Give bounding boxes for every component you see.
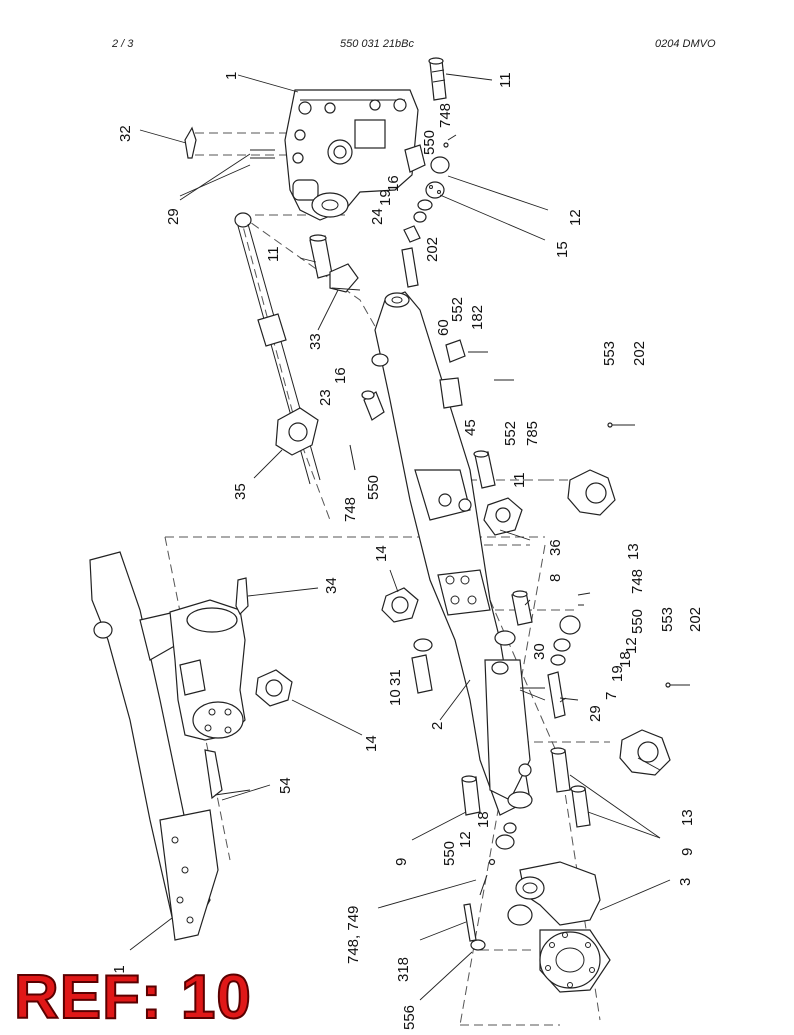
callout-23: 23 <box>317 389 334 406</box>
callout-12: 12 <box>567 209 584 226</box>
callout-8: 8 <box>547 574 564 582</box>
bracket-14-middle <box>381 587 419 623</box>
callout-16: 16 <box>385 175 402 192</box>
callout-35: 35 <box>232 483 249 500</box>
bracket-14-lower <box>255 669 293 707</box>
revision-code: 0204 DMVO <box>655 38 716 50</box>
clip-and-pins-top <box>184 126 275 159</box>
callout-182: 182 <box>469 305 486 330</box>
bracket-54 <box>204 749 251 800</box>
callout-33: 33 <box>307 333 324 350</box>
callout-748: 748 <box>342 497 359 522</box>
callout-14: 14 <box>363 735 380 752</box>
bracket-13-upper <box>567 422 635 516</box>
blocks-60-45 <box>349 339 514 471</box>
callout-12: 12 <box>623 637 640 654</box>
callout-16: 16 <box>332 367 349 384</box>
page-number: 2 / 3 <box>112 38 134 50</box>
callout-553: 553 <box>601 341 618 366</box>
bracket-13-lower <box>619 682 690 776</box>
callout-748: 748 <box>437 103 454 128</box>
callout-552: 552 <box>502 421 519 446</box>
callout-318: 318 <box>395 957 412 982</box>
pin-11-top <box>428 57 447 101</box>
leader-lines <box>129 73 671 1001</box>
callout-202: 202 <box>687 607 704 632</box>
callout-7: 7 <box>603 692 620 700</box>
callout-785: 785 <box>524 421 541 446</box>
callout-550: 550 <box>365 475 382 500</box>
bushing-parts-top <box>401 134 457 288</box>
callout-45: 45 <box>462 419 479 436</box>
callout-2: 2 <box>429 722 446 730</box>
left-tube-assembly <box>234 212 361 485</box>
bracket-34 <box>235 577 249 616</box>
pin-11-mid <box>473 450 496 489</box>
bracket-36 <box>483 497 523 536</box>
callout-9: 9 <box>679 848 696 856</box>
callout-19: 19 <box>609 665 626 682</box>
steering-knuckle <box>507 861 611 993</box>
callout-9: 9 <box>393 858 410 866</box>
callout-60: 60 <box>435 319 452 336</box>
callout-18: 18 <box>475 811 492 828</box>
pins-9 <box>461 747 591 828</box>
callout-34: 34 <box>323 577 340 594</box>
pins-30-31 <box>411 638 433 694</box>
pivot-parts-right <box>494 590 591 719</box>
main-axle-beam <box>371 291 533 816</box>
front-axle-housing <box>284 89 419 221</box>
callout-30: 30 <box>531 643 548 660</box>
callout-550: 550 <box>629 609 646 634</box>
reference-label: REF: 10 <box>13 962 252 1033</box>
callout-29: 29 <box>165 208 182 225</box>
callout-748: 748 <box>629 569 646 594</box>
callout-553: 553 <box>659 607 676 632</box>
callout-13: 13 <box>679 809 696 826</box>
callout-11: 11 <box>511 472 528 488</box>
callout-552: 552 <box>449 297 466 322</box>
callout-29: 29 <box>587 705 604 722</box>
callout-14: 14 <box>373 545 390 562</box>
document-code: 550 031 21bBc <box>340 38 415 50</box>
callout-12: 12 <box>457 831 474 848</box>
callout-54: 54 <box>277 777 294 794</box>
callout-202: 202 <box>631 341 648 366</box>
callout-748-749: 748, 749 <box>345 906 362 964</box>
callout-11: 11 <box>265 246 282 262</box>
callout-1: 1 <box>223 72 240 80</box>
callout-550: 550 <box>441 841 458 866</box>
callout-556: 556 <box>401 1005 418 1030</box>
callout-24: 24 <box>369 208 386 225</box>
final-drive-housing <box>169 599 246 741</box>
lower-small-parts <box>463 822 517 951</box>
callout-19: 19 <box>377 189 394 206</box>
callout-3: 3 <box>677 878 694 886</box>
callout-18: 18 <box>617 651 634 668</box>
callout-550: 550 <box>421 130 438 155</box>
callout-31: 31 <box>387 669 404 686</box>
callout-15: 15 <box>554 241 571 258</box>
callout-10: 10 <box>387 689 404 706</box>
callout-13: 13 <box>625 543 642 560</box>
callout-labels: 1 11 32 748 550 29 16 19 24 12 202 15 11… <box>111 72 704 1030</box>
callout-11: 11 <box>497 72 514 88</box>
callout-36: 36 <box>547 539 564 556</box>
callout-81: 81 <box>111 965 128 982</box>
callout-202: 202 <box>424 237 441 262</box>
callout-32: 32 <box>117 125 134 142</box>
